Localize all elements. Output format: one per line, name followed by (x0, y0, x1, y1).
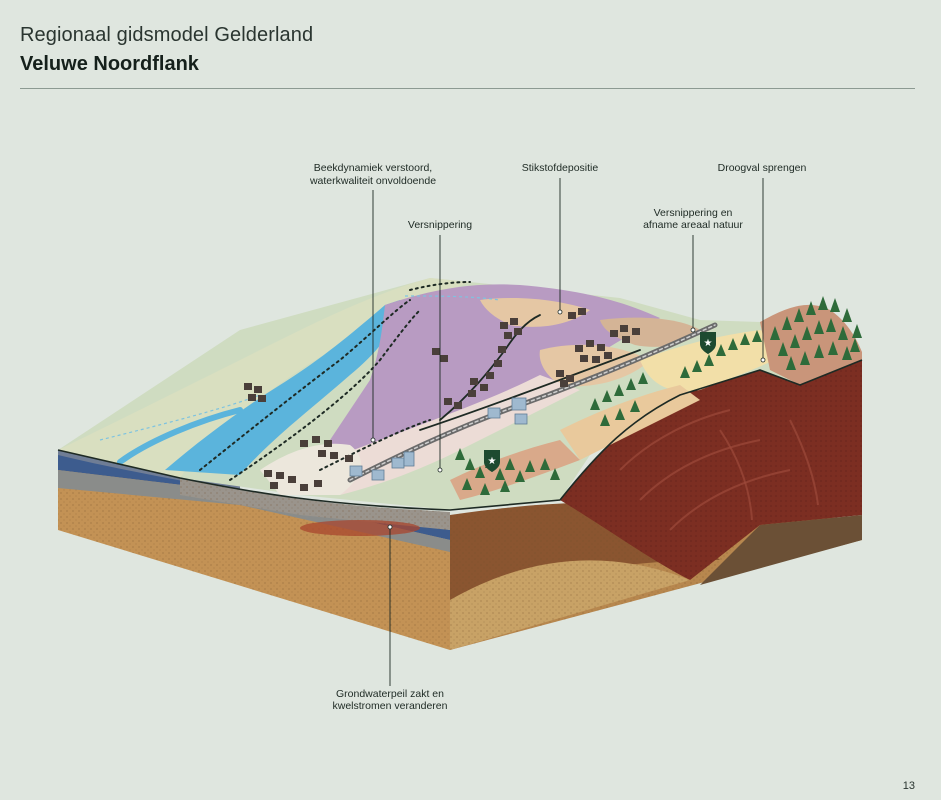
leader-dots (370, 309, 766, 530)
soil-front-face (58, 450, 450, 650)
header-divider (20, 88, 915, 89)
industrial-buildings (349, 397, 528, 481)
label-grondwater-line1: Grondwaterpeil zakt en (336, 688, 444, 700)
soil-right-face (450, 360, 862, 650)
label-droogval-sprengen: Droogval sprengen (718, 162, 807, 174)
label-versnippering-natuur-line1: Versnippering en (654, 207, 733, 219)
houses (244, 308, 640, 491)
label-beekdynamiek-line1: Beekdynamiek verstoord, (314, 162, 432, 174)
page-number: 13 (902, 780, 915, 792)
block-outline (57, 359, 863, 511)
label-grondwater-line2: kwelstromen veranderen (333, 700, 448, 712)
annotation-labels: Beekdynamiek verstoord, waterkwaliteit o… (309, 162, 807, 712)
leader-lines (372, 178, 764, 686)
label-versnippering-natuur-line2: afname areaal natuur (643, 219, 743, 231)
label-versnippering: Versnippering (408, 219, 472, 231)
svg-text:★: ★ (704, 338, 713, 349)
page-header: Regionaal gidsmodel Gelderland Veluwe No… (20, 24, 915, 76)
page-title: Veluwe Noordflank (20, 53, 199, 75)
ditch-lines (99, 295, 501, 441)
page-subtitle: Regionaal gidsmodel Gelderland (20, 24, 314, 46)
label-stikstofdepositie: Stikstofdepositie (522, 162, 599, 174)
label-beekdynamiek-line2: waterkwaliteit onvoldoende (309, 175, 436, 187)
seepage-lens (300, 520, 420, 536)
nature-reserve-shield-icon: ★ ★ (484, 332, 716, 472)
svg-text:★: ★ (488, 456, 497, 467)
